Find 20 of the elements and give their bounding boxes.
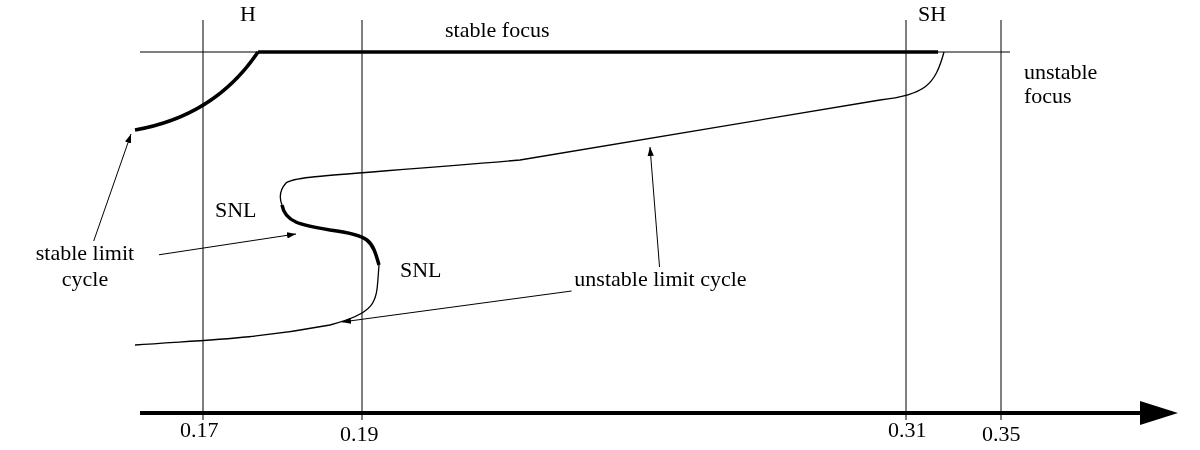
leader-line <box>341 290 573 324</box>
axis-tick-label: 0.19 <box>340 422 379 446</box>
bifurcation-label: SNL <box>400 258 442 282</box>
axis-tick-label: 0.35 <box>982 422 1021 446</box>
bifurcation-label: SNL <box>215 198 257 222</box>
axis-tick-label: 0.17 <box>180 418 219 442</box>
leader-line <box>158 232 297 256</box>
curve-label: stable limit cycle <box>10 240 160 292</box>
curve-label: unstable limit cycle <box>553 266 768 292</box>
axis-tick-label: 0.31 <box>888 418 927 442</box>
region-label: stable focus <box>445 18 550 42</box>
limit-cycle-curve <box>134 264 380 346</box>
bifurcation-label: SH <box>918 2 947 26</box>
limit-cycle-curve <box>280 204 381 266</box>
limit-cycle-curve <box>279 51 945 206</box>
leader-line <box>93 133 132 242</box>
leader-line <box>647 146 661 268</box>
bifurcation-label: H <box>240 2 256 26</box>
limit-cycle-curve <box>134 50 260 132</box>
region-label: unstable focus <box>1024 60 1099 108</box>
